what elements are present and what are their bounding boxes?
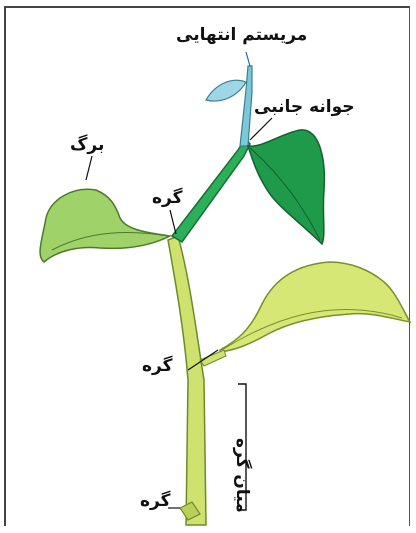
label-internode: میان گره xyxy=(233,438,250,513)
leader-node1 xyxy=(170,210,176,234)
leader-lateral xyxy=(250,118,272,140)
leader-meristem xyxy=(246,52,250,66)
apical-leaf xyxy=(206,80,246,101)
label-node-middle: گره xyxy=(142,358,173,375)
upper-stem xyxy=(172,138,250,242)
apical-shoot xyxy=(240,66,252,146)
label-node-top: گره xyxy=(152,190,183,207)
label-lateral-bud: جوانه جانبی xyxy=(254,99,355,116)
label-node-bottom: گره xyxy=(140,493,171,510)
main-stem xyxy=(168,236,206,525)
label-leaf: برگ xyxy=(70,137,104,154)
right-leaf xyxy=(220,262,410,352)
right-leaf-stalk xyxy=(200,350,226,366)
left-leaf xyxy=(40,189,170,262)
label-apical-meristem: مریستم انتهایی xyxy=(176,27,307,44)
leader-leaf xyxy=(86,156,92,180)
